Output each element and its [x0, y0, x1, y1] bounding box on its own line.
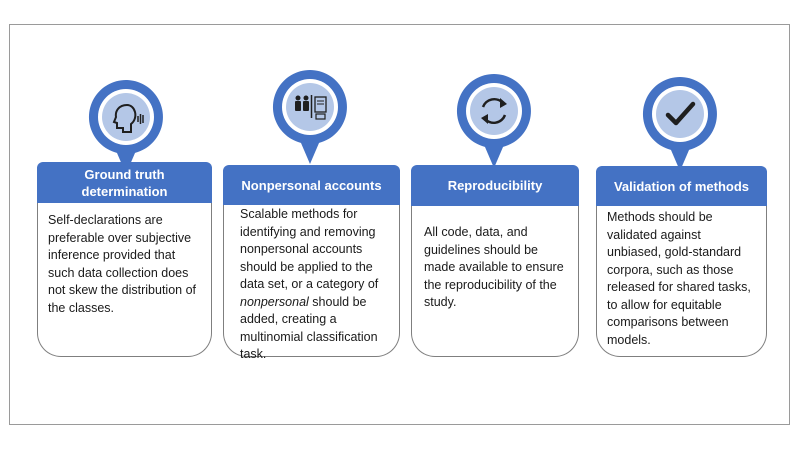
column-text: Methods should be validated against unbi… — [607, 210, 751, 347]
people-and-account-icon — [295, 95, 327, 120]
pin-marker — [88, 80, 163, 174]
column-title: Nonpersonal accounts — [223, 165, 400, 205]
pin-marker — [642, 77, 717, 171]
checkmark-icon — [665, 101, 696, 126]
column-body: Methods should be validated against unbi… — [596, 206, 767, 357]
column-body: All code, data, and guidelines should be… — [411, 206, 579, 357]
pin-marker — [272, 70, 347, 164]
column-text: Self-declarations are preferable over su… — [48, 213, 196, 315]
refresh-cycle-icon — [481, 97, 507, 125]
column-body: Self-declarations are preferable over su… — [37, 203, 212, 357]
column-text: Scalable methods for identifying and rem… — [240, 207, 379, 361]
italic-term: nonpersonal — [240, 294, 309, 309]
column-title: Ground truth determination — [37, 162, 212, 203]
column-text: All code, data, and guidelines should be… — [424, 225, 564, 309]
speaking-head-icon — [112, 103, 144, 133]
pin-marker — [456, 74, 531, 168]
column-body: Scalable methods for identifying and rem… — [223, 205, 400, 361]
column-title: Reproducibility — [411, 165, 579, 206]
column-title: Validation of methods — [596, 166, 767, 206]
